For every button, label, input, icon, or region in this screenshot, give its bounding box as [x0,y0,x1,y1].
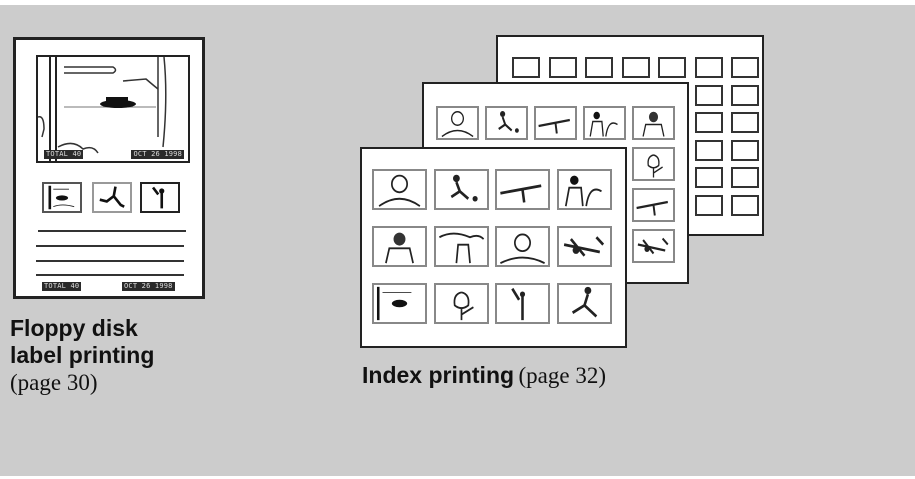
index-thumbnail [556,283,612,324]
floppy-page-ref: (page 30) [10,370,98,395]
index-empty-cell [731,194,759,216]
index-empty-cell [548,57,577,78]
index-empty-cell [731,112,759,133]
thumb-soccer-player [92,182,132,213]
index-empty-cell [694,112,723,133]
main-photo: TOTAL 40 OCT 26 1998 [36,55,190,163]
photo-total-tag: TOTAL 40 [44,150,84,159]
index-thumbnail [485,106,528,140]
index-empty-cell [658,57,686,78]
index-thumbnail [372,283,427,324]
floppy-label-card: TOTAL 40 OCT 26 1998 TOTAL 40 OCT 26 199… [13,37,205,299]
index-empty-cell [731,84,759,106]
index-empty-cell [694,84,723,106]
index-empty-cell [585,57,613,78]
label-line-4 [36,274,184,276]
index-caption-title: Index printing [362,362,515,388]
index-thumbnail [433,226,489,267]
index-empty-cell [731,167,759,188]
index-empty-cell [731,139,759,161]
index-thumbnail [372,169,427,210]
index-thumbnail [372,226,427,267]
index-thumbnail [495,226,550,267]
index-thumbnail [556,226,612,267]
label-line-2 [36,245,184,247]
index-empty-cell [512,57,540,78]
index-empty-cell [694,194,723,216]
index-caption: Index printing (page 32) [362,362,606,389]
index-empty-cell [731,57,759,78]
label-total-tag: TOTAL 40 [42,282,82,291]
index-front-sheet [360,147,627,348]
index-empty-cell [694,167,723,188]
floppy-caption-line1: Floppy disk [10,315,138,341]
index-empty-cell [621,57,650,78]
index-thumbnail [632,188,675,222]
index-thumbnail [556,169,612,210]
label-date-tag: OCT 26 1998 [122,282,175,291]
index-thumbnail [583,106,626,140]
index-thumbnail [632,106,675,140]
index-thumbnail [433,169,489,210]
index-thumbnail [495,283,550,324]
index-page-ref: (page 32) [518,363,607,388]
thumb-batter [140,182,180,213]
lake-scene-icon [38,57,167,161]
label-line-1 [38,230,186,232]
index-empty-cell [694,57,723,78]
index-empty-cell [694,139,723,161]
floppy-caption-line2: label printing [10,342,155,368]
index-thumbnail [436,106,479,140]
thumb-lamp-post [42,182,82,213]
index-thumbnail [632,147,675,181]
index-thumbnail [433,283,489,324]
label-line-3 [36,260,184,262]
index-thumbnail [495,169,550,210]
index-thumbnail [534,106,577,140]
floppy-caption: Floppy disk label printing (page 30) [10,315,240,396]
photo-date-tag: OCT 26 1998 [131,150,184,159]
index-thumbnail [632,229,675,263]
